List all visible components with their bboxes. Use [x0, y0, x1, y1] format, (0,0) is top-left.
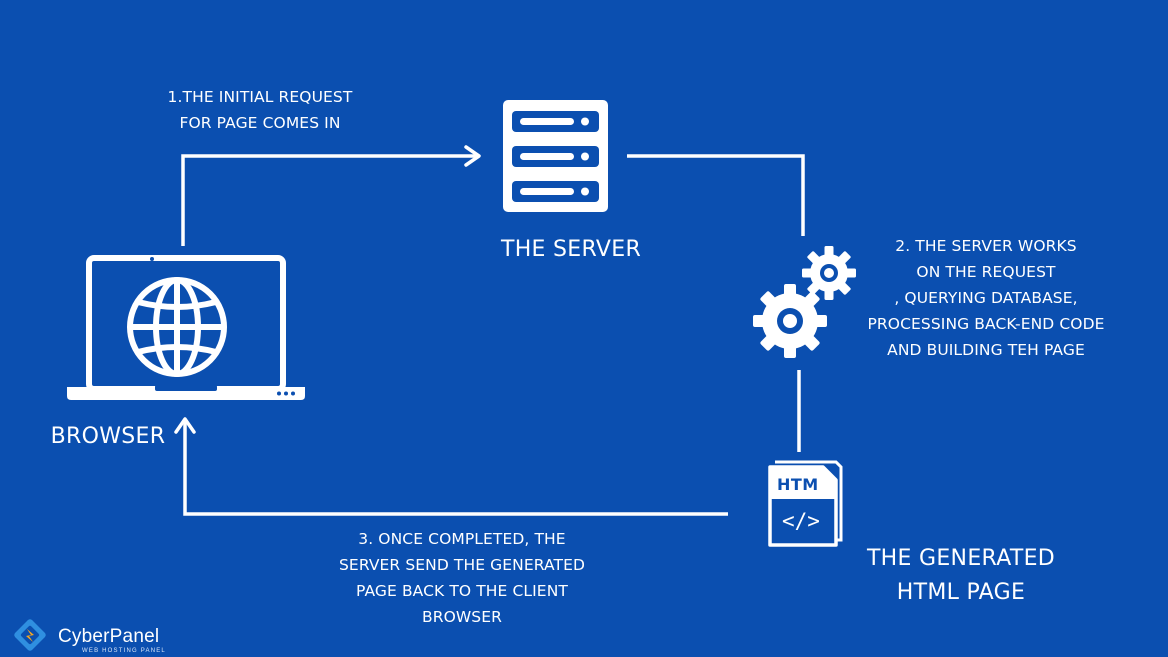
server-icon [503, 100, 608, 212]
html-file-code-text: </> [782, 509, 820, 533]
brand-name: CyberPanel [58, 626, 160, 647]
globe-icon [127, 277, 227, 377]
browser-title: BROWSER [50, 424, 166, 449]
html-file-icon-text: HTM [777, 475, 819, 494]
cyberpanel-logo-icon [14, 619, 46, 651]
html-file-icon: HTM </> [768, 460, 843, 547]
server-title: THE SERVER [500, 237, 642, 262]
html-page-title: THE GENERATED HTML PAGE [866, 546, 1056, 605]
step-2-label: 2. THE SERVER WORKS ON THE REQUEST , QUE… [867, 237, 1105, 359]
gears-icon [753, 246, 856, 358]
arrow-response [183, 420, 728, 516]
laptop-icon [67, 255, 305, 400]
arrow-response-head [174, 417, 196, 434]
arrow-request-head [464, 145, 481, 167]
brand-tagline: WEB HOSTING PANEL [82, 648, 166, 654]
connector-server-gears [627, 154, 805, 236]
arrow-request [181, 154, 478, 246]
step-1-label: 1.THE INITIAL REQUEST FOR PAGE COMES IN [167, 88, 353, 132]
step-3-label: 3. ONCE COMPLETED, THE SERVER SEND THE G… [338, 530, 585, 626]
